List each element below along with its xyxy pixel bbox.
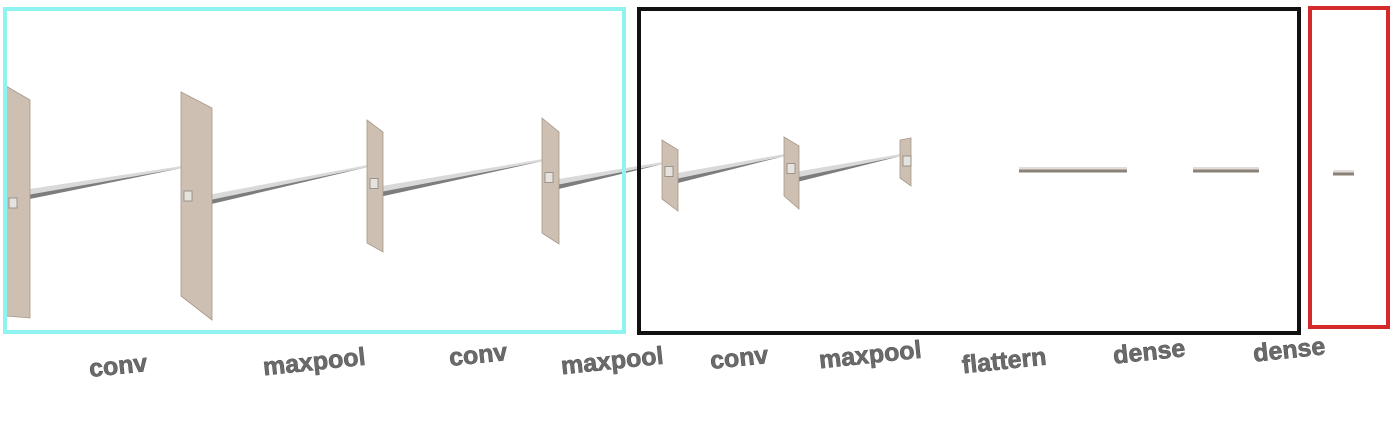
vector-bar — [1193, 169, 1259, 173]
layer-label: conv — [88, 349, 149, 383]
layer-label: maxpool — [560, 342, 665, 381]
layer-label: dense — [1112, 334, 1187, 369]
filter-cube — [544, 172, 554, 183]
layer-structures — [5, 85, 1354, 321]
layer-label: maxpool — [262, 343, 367, 382]
connector-beam-shadow — [186, 167, 368, 210]
connector-beam-shadow — [10, 168, 182, 203]
connector-beam — [546, 162, 663, 187]
connector-beam-shadow — [666, 156, 785, 186]
connector-beam — [186, 165, 368, 205]
group-frames — [3, 6, 1390, 335]
layer-label: conv — [448, 338, 509, 372]
cyan-group-frame — [3, 7, 626, 334]
filter-cube — [664, 166, 674, 177]
connector-beam-shadow — [789, 156, 901, 184]
connector-beam-shadow — [370, 161, 543, 199]
vector-bar-highlight — [1193, 167, 1259, 170]
connector-beam — [10, 166, 182, 198]
filter-cube — [369, 178, 379, 189]
vector-bar — [1333, 172, 1354, 176]
filter-cube — [786, 163, 796, 174]
connector-beam-shadow — [546, 164, 663, 192]
red-group-frame — [1308, 6, 1390, 329]
connector-beam — [666, 154, 785, 181]
layer-label: maxpool — [818, 336, 923, 375]
vector-bar-highlight — [1019, 167, 1127, 170]
connector-beam — [789, 154, 901, 179]
black-group-frame — [637, 7, 1301, 335]
filter-cube — [183, 190, 193, 202]
layer-label: dense — [1252, 332, 1327, 367]
layer-labels: conv maxpool conv maxpool conv maxpool flatter… — [87, 332, 1327, 383]
connector-beam — [370, 159, 543, 194]
vector-bar — [1019, 169, 1127, 173]
vector-bar-highlight — [1333, 170, 1354, 173]
layer-label: conv — [709, 341, 770, 375]
layer-label: flattern — [961, 343, 1048, 380]
feature-map-plane — [180, 91, 213, 321]
filter-cube — [8, 197, 18, 209]
filter-cube — [902, 155, 912, 167]
